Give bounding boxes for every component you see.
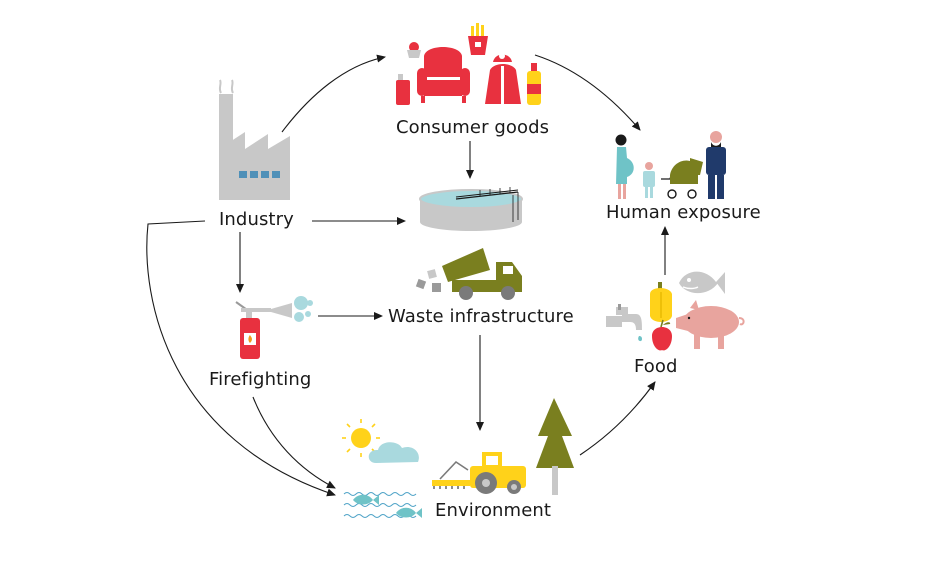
arrow-firefighting-to-environment — [252, 396, 336, 489]
arrow-industry-to-consumer-goods — [281, 54, 386, 133]
arrow-industry-to-environment — [146, 220, 336, 497]
industry-label: Industry — [219, 209, 294, 230]
arrow-environment-to-food — [579, 381, 656, 456]
fish-icon — [679, 271, 725, 294]
waste-infrastructure-label: Waste infrastructure — [388, 306, 574, 327]
fries-icon — [468, 23, 488, 55]
apple-icon — [652, 319, 672, 351]
tap-icon — [606, 304, 642, 342]
human-exposure-label: Human exposure — [606, 202, 761, 223]
pram-icon — [661, 158, 703, 199]
armchair-icon — [417, 47, 470, 103]
fire-extinguisher-icon — [235, 296, 313, 359]
environment-label: Environment — [435, 500, 552, 521]
treatment-tank-icon — [419, 187, 523, 231]
sun-icon — [342, 419, 380, 457]
arrow-consumer-goods-to-human-exposure — [534, 54, 641, 131]
consumer-goods-label: Consumer goods — [396, 117, 550, 138]
cupcake-icon — [407, 42, 421, 58]
tree-icon — [536, 398, 574, 495]
firefighting-label: Firefighting — [209, 369, 312, 390]
cloud-icon — [368, 442, 419, 463]
factory-icon — [218, 79, 290, 200]
pepper-icon — [650, 282, 672, 322]
tractor-icon — [432, 452, 526, 494]
people-icon — [615, 131, 726, 199]
santa-suit-icon — [485, 53, 521, 104]
food-label: Food — [634, 356, 678, 377]
pig-icon — [676, 300, 745, 349]
bottle-icon — [527, 63, 541, 105]
arrows — [146, 54, 669, 497]
water-fish-icon — [343, 492, 422, 518]
dump-truck-icon — [415, 248, 522, 300]
spray-can-icon — [396, 74, 410, 105]
